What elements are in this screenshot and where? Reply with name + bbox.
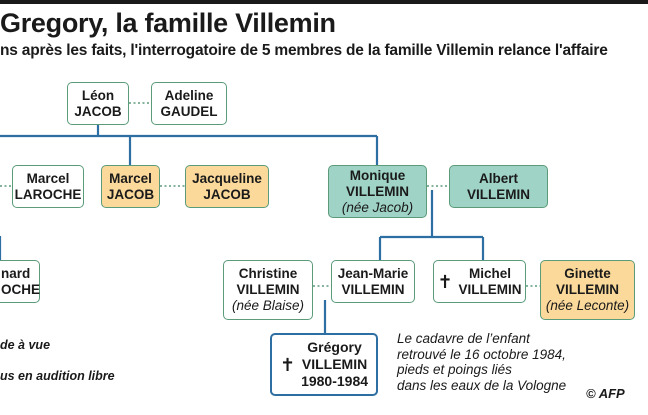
node-marcel-jacob: Marcel JACOB [101,165,160,208]
node-marcel-laroche: Marcel LAROCHE [12,165,84,208]
node-leon-jacob: Léon JACOB [67,82,129,125]
node-adeline-gaudel: Adeline GAUDEL [151,82,227,125]
node-jacqueline-jacob: Jacqueline JACOB [185,165,269,208]
page-subtitle: ns après les faits, l'interrogatoire de … [0,42,608,59]
node-gregory-villemin: ✝ Grégory VILLEMIN 1980-1984 [270,333,378,396]
legend-item-garde-a-vue: de à vue [0,338,51,352]
legend-item-audition-libre: us en audition libre [0,369,115,383]
top-rule [0,0,648,4]
node-ginette-villemin: Ginette VILLEMIN (née Leconte) [540,260,635,320]
node-bernard-laroche: nard OCHE [0,260,40,303]
node-albert-villemin: Albert VILLEMIN [449,165,548,208]
afp-credit: © AFP [586,386,625,401]
page-title: Gregory, la famille Villemin [0,8,336,38]
deceased-cross-icon: ✝ [437,271,453,292]
node-christine-villemin: Christine VILLEMIN (née Blaise) [223,260,313,320]
node-jean-marie-villemin: Jean-Marie VILLEMIN [331,260,415,303]
deceased-cross-icon: ✝ [279,354,296,375]
node-michel-villemin: ✝ Michel VILLEMIN [433,260,526,303]
node-monique-villemin: Monique VILLEMIN (née Jacob) [328,165,427,218]
annotation-note: Le cadavre de l’enfant retrouvé le 16 oc… [397,331,567,393]
